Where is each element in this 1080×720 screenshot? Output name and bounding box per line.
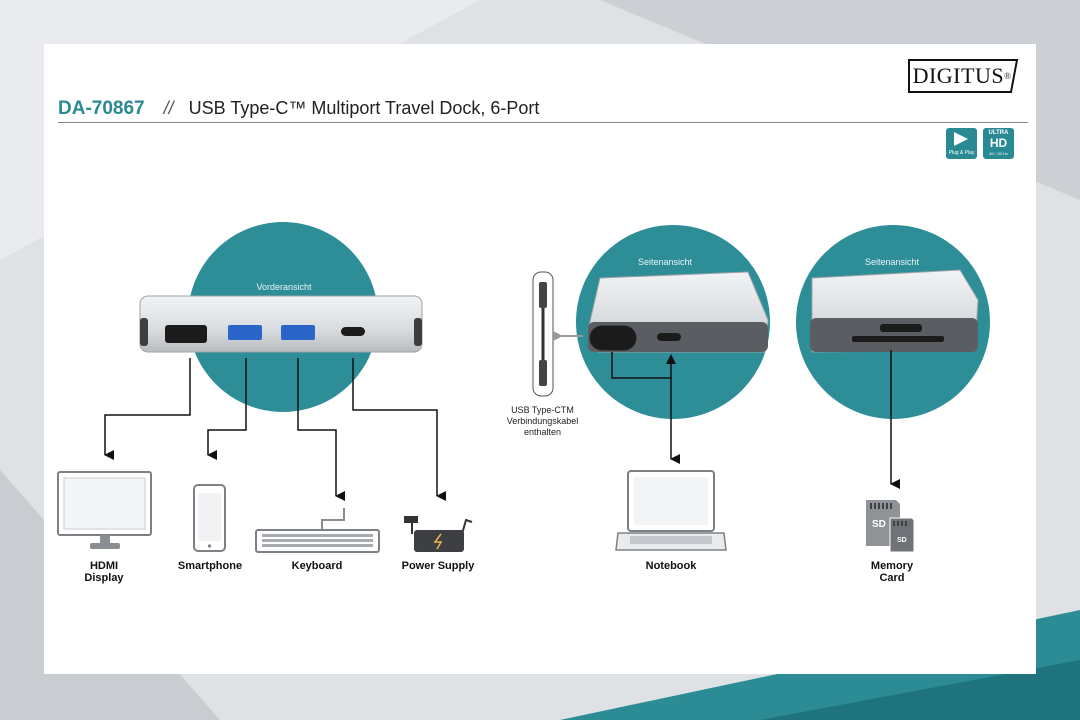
product-title: USB Type-C™ Multiport Travel Dock, 6-Por… bbox=[188, 98, 540, 118]
usb-c-input-port bbox=[589, 325, 637, 351]
label-smartphone: Smartphone bbox=[177, 560, 243, 572]
keyboard-icon bbox=[255, 508, 380, 553]
plug-and-play-badge: Plug & Play bbox=[946, 128, 977, 159]
product-code: DA-70867 bbox=[58, 98, 145, 119]
usb-c-pd-port bbox=[657, 333, 681, 341]
power-adapter-icon bbox=[404, 516, 473, 552]
label-power-supply: Power Supply bbox=[401, 560, 475, 572]
monitor-icon bbox=[57, 471, 152, 549]
dock-front-view bbox=[139, 295, 423, 353]
dock-side-view-left bbox=[587, 271, 769, 353]
ultra-hd-badge: ULTRA HD 4K / 30 Hz bbox=[983, 128, 1014, 159]
usb-a-port-2 bbox=[281, 325, 315, 340]
brand-logo-text: DIGITUS® bbox=[912, 63, 1012, 88]
microsd-slot bbox=[880, 324, 922, 332]
cable-note: USB Type-CTM Verbindungskabel enthalten bbox=[506, 405, 579, 437]
usb-c-cable-icon bbox=[532, 271, 554, 397]
laptop-icon bbox=[615, 470, 727, 551]
sd-card-icon bbox=[866, 500, 915, 553]
title-divider bbox=[58, 122, 1028, 123]
label-notebook: Notebook bbox=[645, 560, 697, 572]
microsd-card-label: SD bbox=[897, 537, 907, 544]
front-view-caption: Vorderansicht bbox=[256, 282, 312, 292]
sd-slot bbox=[852, 336, 944, 342]
dock-side-view-right bbox=[810, 269, 979, 353]
page-title: DA-70867 // USB Type-C™ Multiport Travel… bbox=[58, 98, 539, 120]
usb-a-port-1 bbox=[228, 325, 262, 340]
connector-lines bbox=[104, 350, 900, 501]
label-keyboard: Keyboard bbox=[291, 560, 343, 572]
smartphone-icon bbox=[193, 484, 226, 552]
side-view-caption-left: Seitenansicht bbox=[637, 257, 693, 267]
side-view-caption-right: Seitenansicht bbox=[864, 257, 920, 267]
title-separator: // bbox=[163, 98, 174, 118]
digitus-logo bbox=[908, 59, 1019, 93]
plug-arrow-icon bbox=[954, 132, 968, 146]
sd-card-label: SD bbox=[872, 519, 886, 530]
usb-c-port bbox=[341, 327, 365, 336]
hdmi-port bbox=[165, 325, 207, 343]
